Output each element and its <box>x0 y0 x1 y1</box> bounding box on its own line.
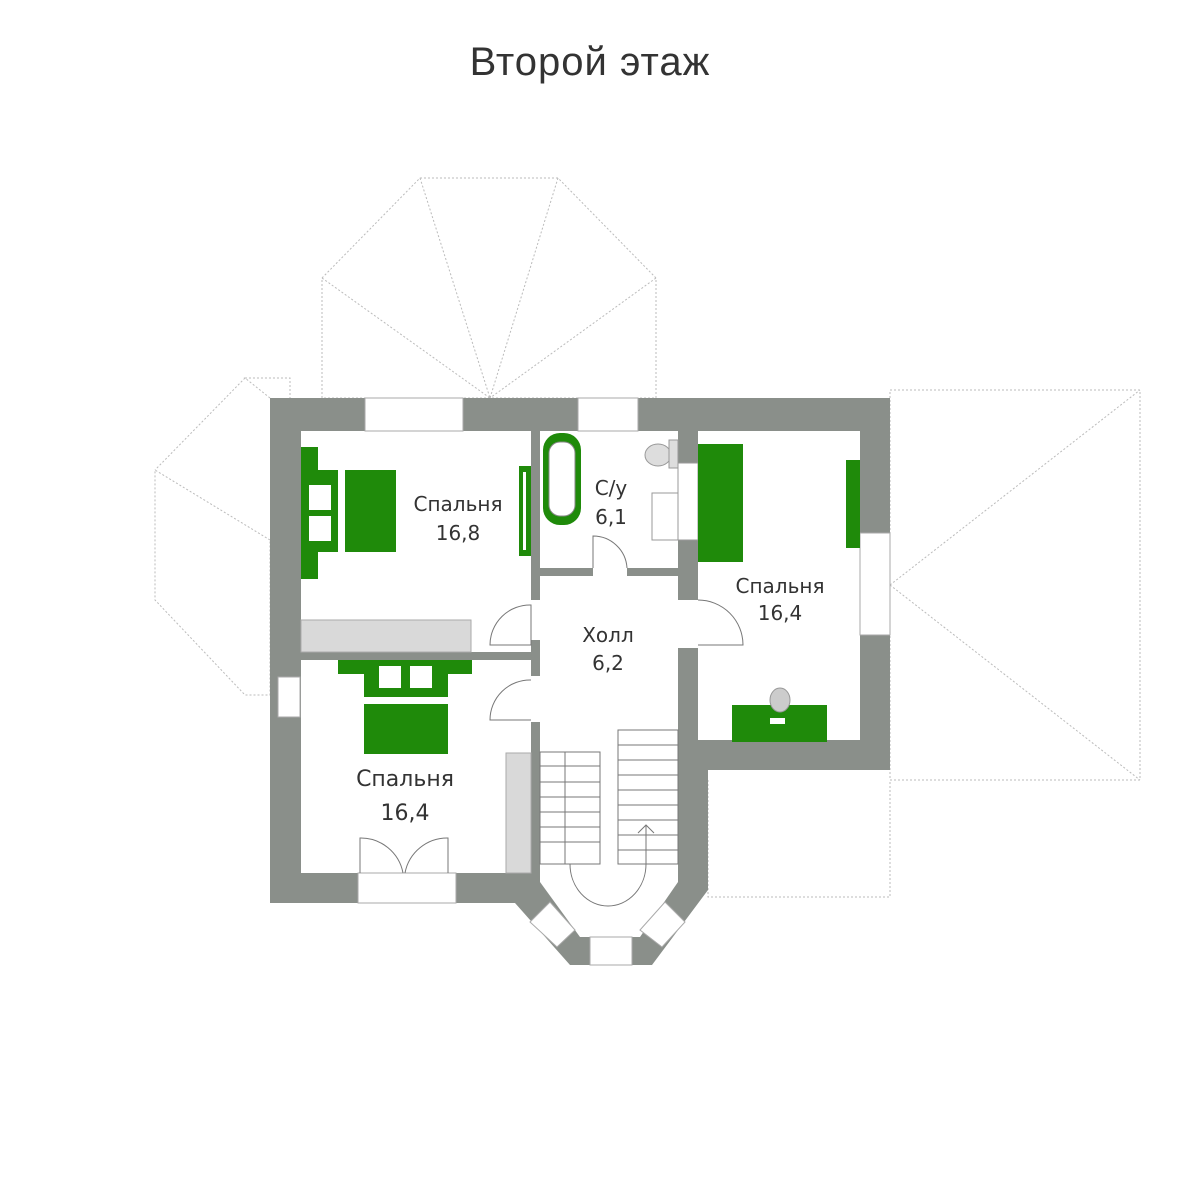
floor-title: Второй этаж <box>469 40 711 84</box>
windows <box>277 397 891 966</box>
room-area: 16,4 <box>758 601 803 625</box>
bedroom-1-floor <box>301 431 531 652</box>
room-labels: Спальня 16,8 С/у 6,1 Холл 6,2 Спальня 16… <box>356 476 824 826</box>
room-name: Спальня <box>736 574 825 598</box>
room-name: Холл <box>582 623 634 647</box>
room-area: 6,2 <box>592 651 624 675</box>
room-area: 16,4 <box>381 801 430 826</box>
room-name: Спальня <box>414 492 503 516</box>
hall-floor <box>540 576 678 937</box>
stairs <box>539 729 679 907</box>
doors <box>359 535 744 874</box>
room-name: Спальня <box>356 767 454 792</box>
room-name: С/у <box>595 476 628 500</box>
furniture <box>300 433 860 874</box>
room-area: 6,1 <box>595 505 627 529</box>
room-area: 16,8 <box>436 521 481 545</box>
